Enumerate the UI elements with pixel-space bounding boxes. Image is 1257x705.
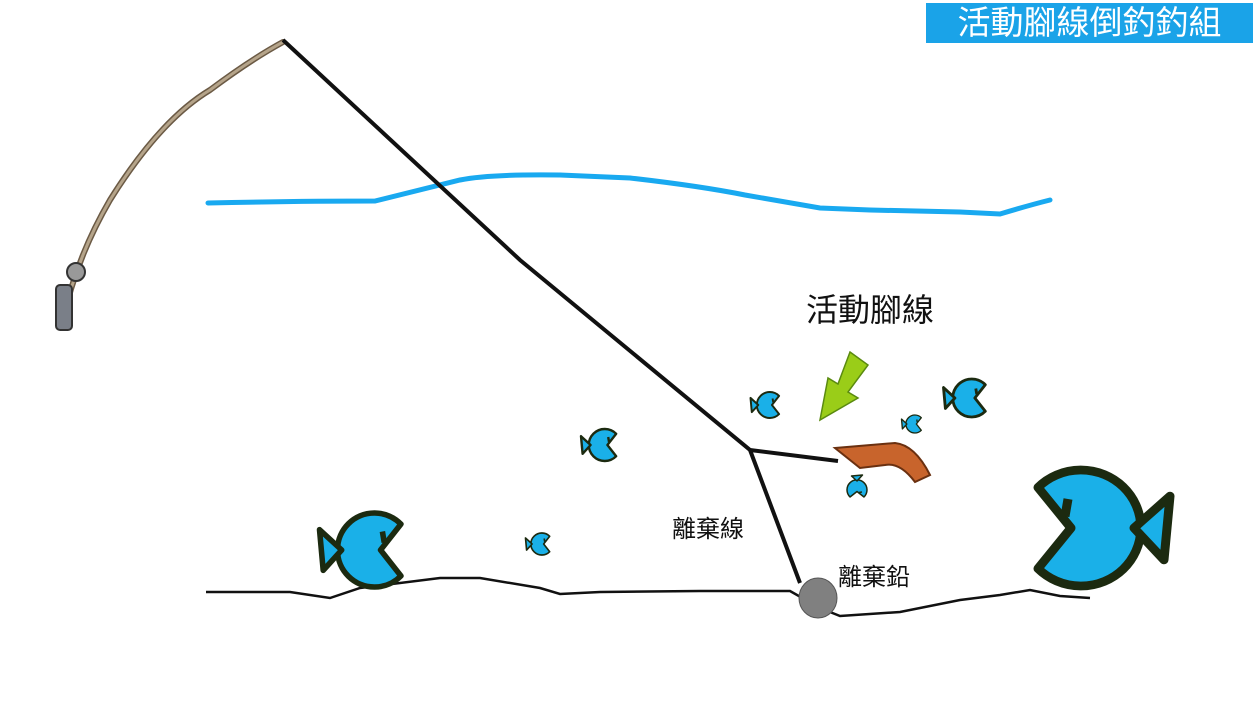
diagram-title: 活動腳線倒釣釣組 [926, 3, 1253, 43]
fishing-rod-icon [55, 39, 286, 331]
fish-icon [749, 391, 781, 419]
fish-icon [579, 427, 618, 463]
breakaway-line-label: 離棄線 [672, 515, 744, 543]
large-fish-icon [1038, 470, 1170, 586]
large-fish-icon [320, 513, 401, 587]
fish-icon [524, 532, 551, 556]
breakaway-sinker-icon [798, 577, 838, 619]
sliding-leader-line [749, 448, 839, 463]
fish-icon [942, 377, 987, 419]
fish-icon [900, 414, 922, 434]
breakaway-sinker-label: 離棄鉛 [838, 563, 910, 591]
main-line [281, 38, 802, 584]
water-surface [205, 172, 1053, 217]
sliding-leader-label: 活動腳線 [806, 291, 935, 329]
seabed-line [206, 576, 1091, 618]
arrow-pointer-icon [818, 350, 870, 422]
bait-worm-icon [832, 441, 932, 484]
fish-icon [846, 474, 868, 498]
